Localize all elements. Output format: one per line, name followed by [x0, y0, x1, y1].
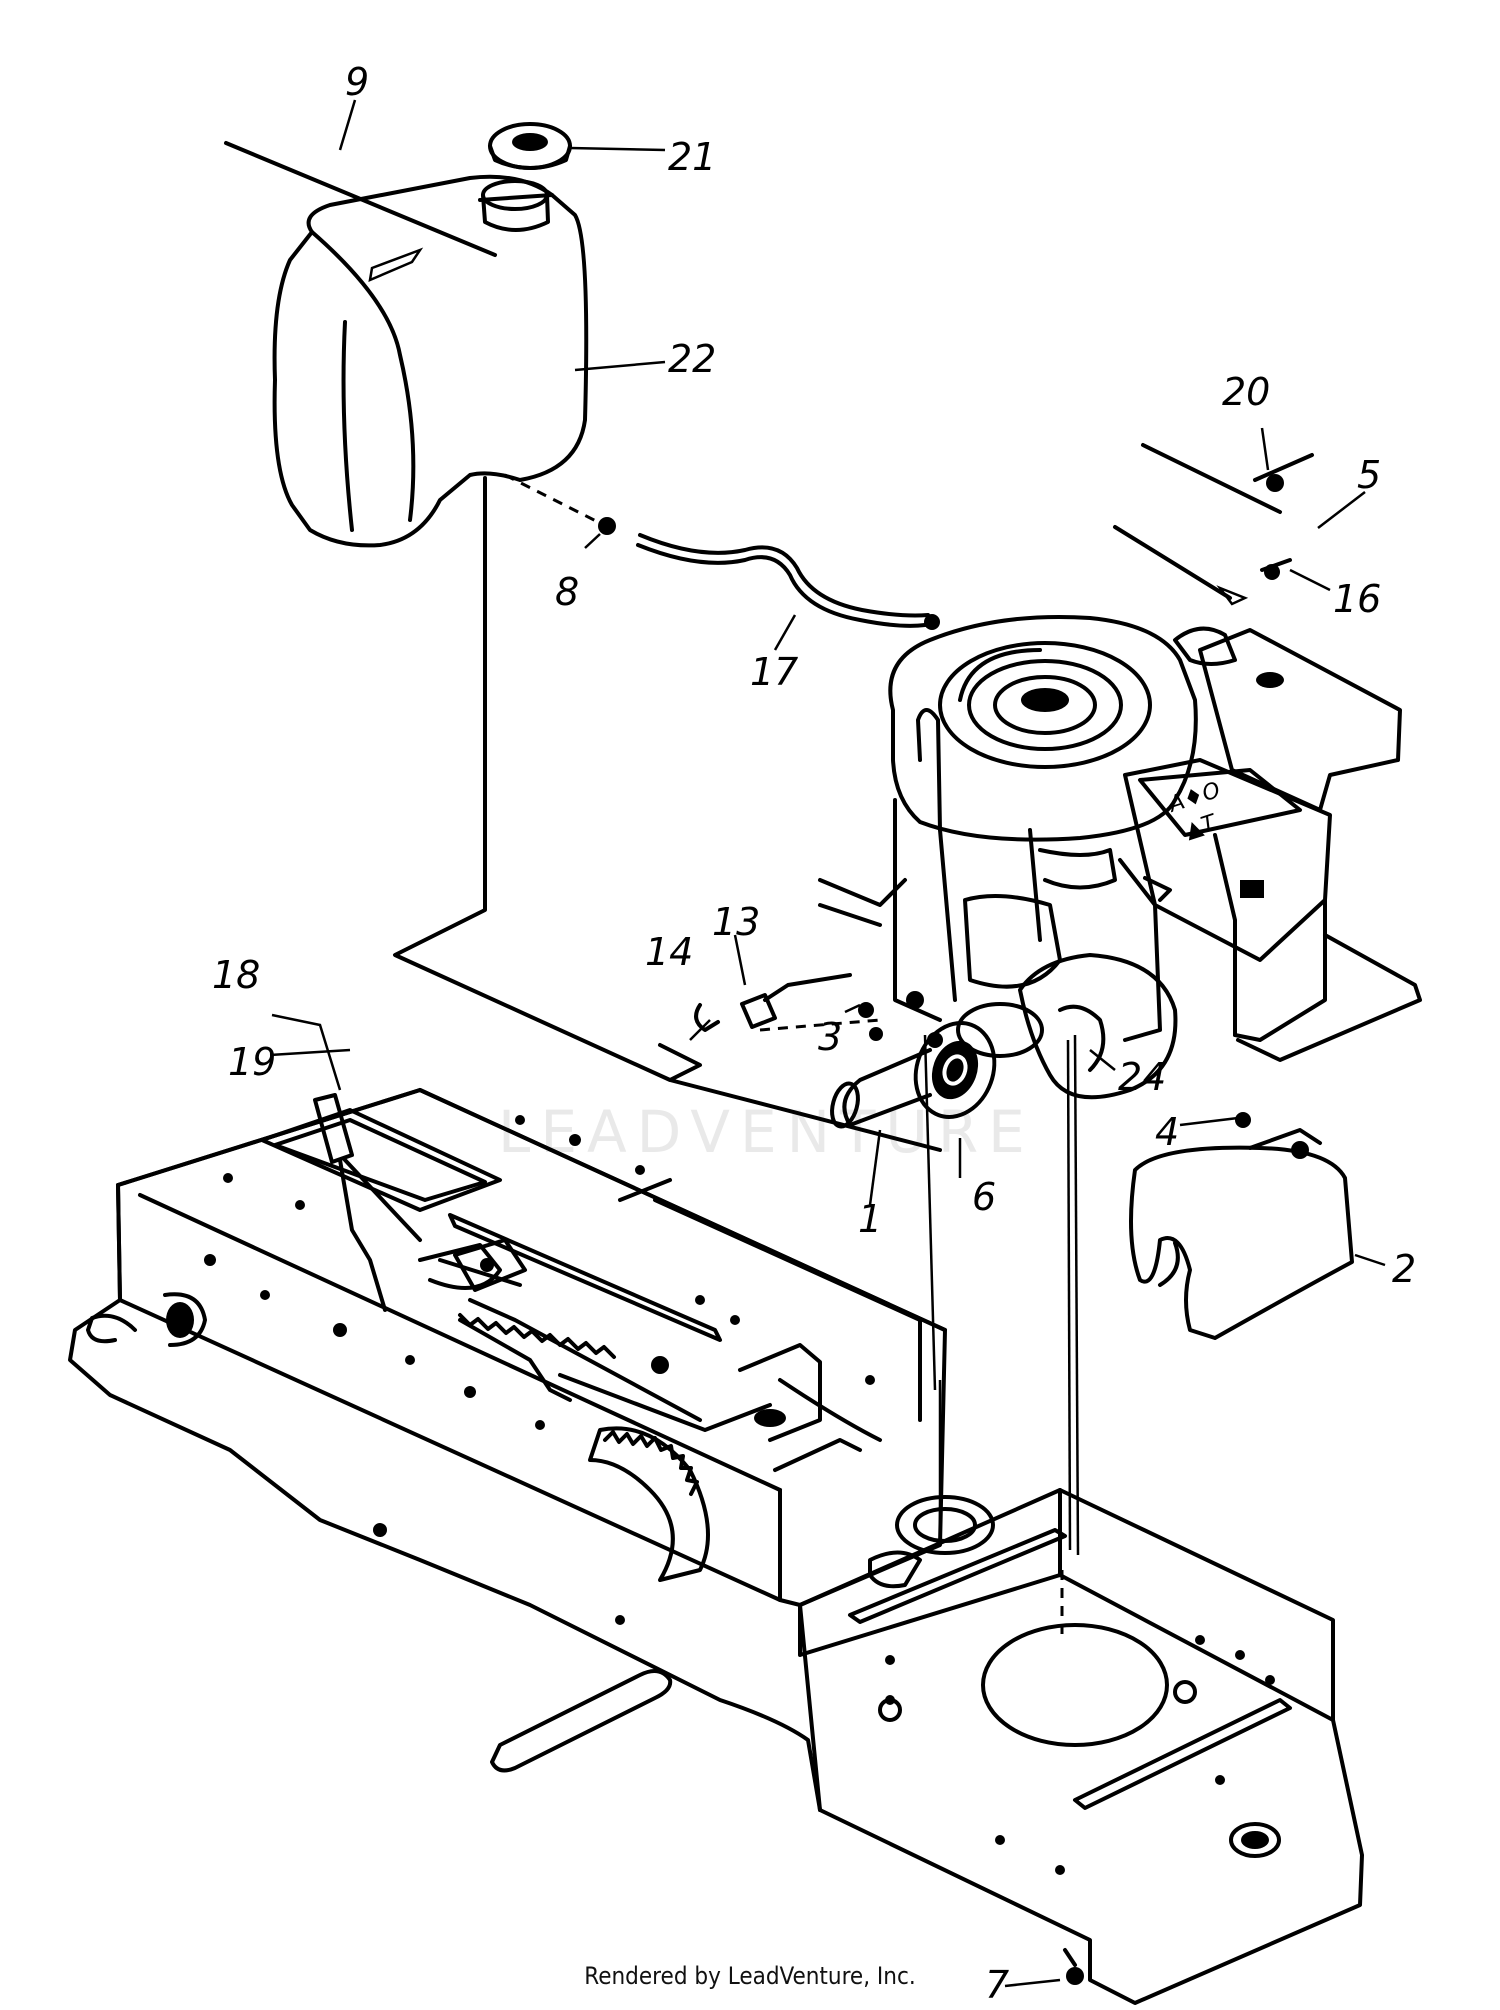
fuel-tank	[272, 174, 589, 548]
fuel-line	[636, 543, 927, 628]
frame	[68, 1034, 1364, 2005]
pulley	[830, 1021, 997, 1129]
hardware-bits	[694, 973, 883, 1041]
engine-platform	[1236, 933, 1422, 1062]
callout-16: 16	[1333, 577, 1381, 621]
callout-13: 13	[712, 900, 760, 944]
callout-3: 3	[818, 1015, 842, 1059]
render-credit: Rendered by LeadVenture, Inc.	[584, 1962, 916, 1990]
callout-1: 1	[858, 1197, 882, 1241]
line-clamp	[924, 614, 940, 630]
pulley-dash	[759, 1018, 881, 1032]
tank-strap	[224, 141, 497, 257]
heat-shield	[1129, 1112, 1354, 1340]
callout-5: 5	[1357, 453, 1381, 497]
callout-18: 18	[212, 953, 260, 997]
callout-labels: 9 21 22 20 5 16 8 17 13 14 18 19 3 24 4 …	[212, 60, 1416, 2007]
callout-21: 21	[668, 135, 716, 179]
callout-8: 8	[555, 570, 579, 614]
callout-9: 9	[345, 60, 369, 104]
callout-4: 4	[1155, 1110, 1179, 1154]
callout-2: 2	[1392, 1247, 1416, 1291]
line-clamp	[598, 517, 616, 535]
callout-22: 22	[668, 337, 716, 381]
fuel-line	[638, 533, 930, 618]
fuel-cap	[488, 122, 572, 170]
watermark: LEADVENTURE	[498, 1098, 1035, 1166]
engine: A♦O ▲T	[818, 614, 1402, 1100]
leader-lines	[269, 99, 1386, 1988]
callout-19: 19	[228, 1040, 276, 1084]
fuel-path-dash	[504, 473, 599, 524]
callout-20: 20	[1222, 370, 1270, 414]
tank-bracket	[393, 476, 942, 1152]
callout-7: 7	[985, 1963, 1009, 2007]
callout-24: 24	[1118, 1055, 1166, 1099]
callout-17: 17	[750, 650, 798, 694]
callout-6: 6	[972, 1175, 996, 1219]
callout-14: 14	[645, 930, 693, 974]
throttle-cables	[1113, 443, 1314, 606]
svg-text:A♦O: A♦O	[1164, 778, 1223, 818]
